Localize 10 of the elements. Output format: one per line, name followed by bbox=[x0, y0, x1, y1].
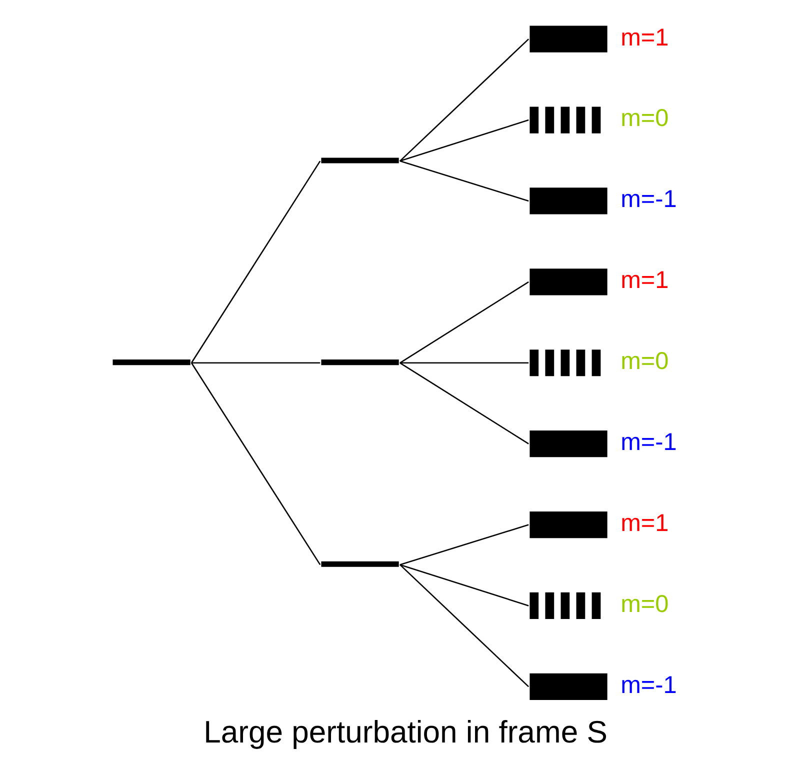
node-label: m=-1 bbox=[620, 429, 677, 456]
node-label: m=-1 bbox=[620, 672, 677, 699]
node-label: m=0 bbox=[620, 590, 669, 618]
node-label: m=0 bbox=[620, 105, 669, 132]
node-label: m=1 bbox=[620, 510, 669, 537]
node-label: m=1 bbox=[620, 24, 669, 52]
node-label: m=0 bbox=[620, 348, 669, 376]
node-label: m=1 bbox=[620, 267, 669, 294]
caption: Large perturbation in frame S bbox=[204, 714, 608, 750]
node-label: m=-1 bbox=[620, 186, 677, 214]
